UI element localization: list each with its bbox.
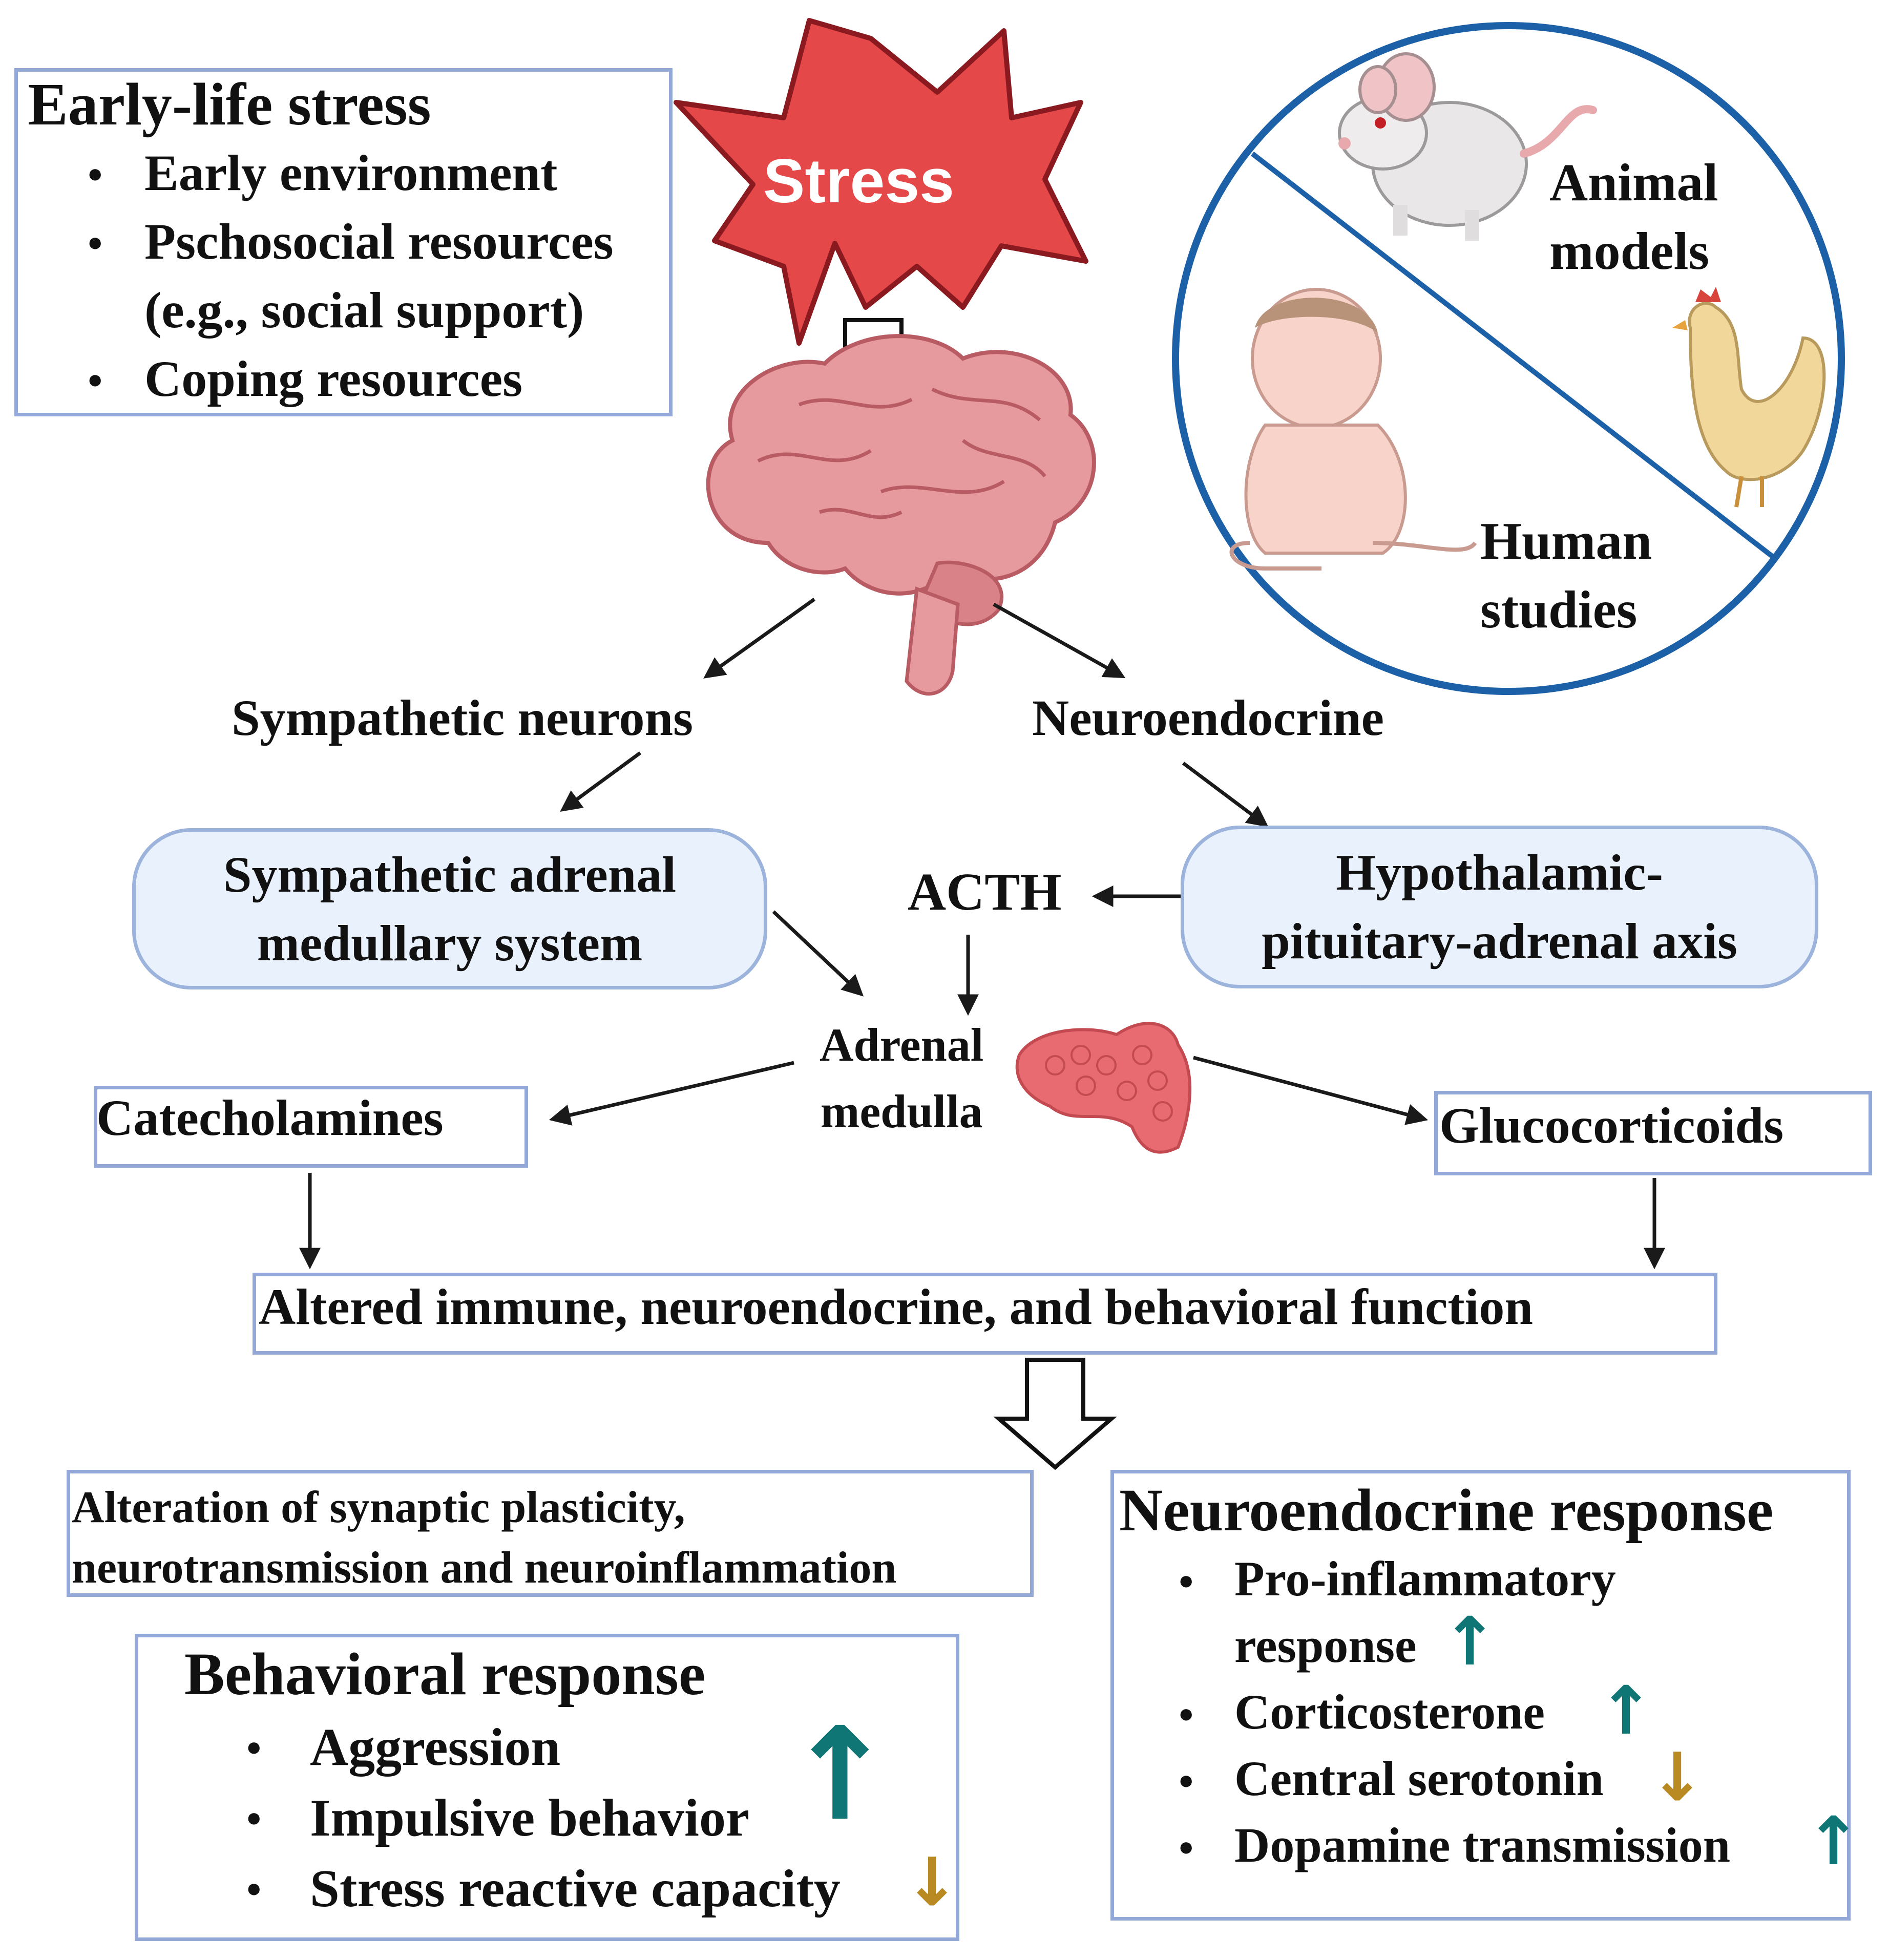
list-item: Pschosocial resources [82, 216, 614, 267]
increase-arrow-icon: ↑ [1806, 1802, 1861, 1880]
increase-arrow-icon: ↑ [1442, 1603, 1498, 1680]
glucocorticoids-box [1434, 1091, 1872, 1175]
stress-label: Stress [763, 146, 955, 216]
increase-arrow-icon: ↑ [1598, 1672, 1654, 1750]
neuroendocrine-label: Neuroendocrine [1032, 689, 1384, 746]
list-item: Aggression [241, 1721, 841, 1774]
decrease-arrow-icon: ↓ [1649, 1738, 1705, 1816]
arrow-adrenal-glucocorticoids [1193, 1056, 1429, 1125]
list-item-continuation: response [1234, 1618, 1417, 1673]
arrow-neuroendocrine-hpa [1182, 762, 1269, 828]
behavioral-list: Aggression Impulsive behavior Stress rea… [241, 1721, 841, 1915]
early-life-stress-title: Early-life stress [28, 71, 431, 138]
increase-arrow-icon: ↑ [786, 1700, 894, 1849]
synaptic-alteration-text: Alteration of synaptic plasticity,neurot… [72, 1483, 897, 1593]
mouse-icon [1338, 52, 1597, 241]
synaptic-alteration-box [67, 1470, 1034, 1597]
baby-icon [1229, 288, 1477, 571]
list-item: Impulsive behavior [241, 1792, 841, 1845]
acth-label: ACTH [908, 862, 1062, 921]
hollow-down-arrow-icon [993, 1358, 1117, 1470]
chicken-icon [1672, 287, 1826, 508]
list-item: Central serotonin [1173, 1754, 1730, 1803]
altered-function-box [253, 1273, 1717, 1355]
brain-icon [706, 334, 1096, 696]
neuroendocrine-list: Pro-inflammatory response Corticosterone… [1173, 1554, 1730, 1870]
adrenal-gland-icon [1015, 1022, 1192, 1154]
arrow-sympathetic-sam [560, 751, 642, 812]
list-item-continuation: (e.g., social support) [144, 282, 584, 339]
list-item: Early environment [82, 147, 614, 199]
arrow-brain-sympathetic [703, 598, 816, 679]
neuroendocrine-response-title: Neuroendocrine response [1119, 1477, 1774, 1544]
altered-function-label: Altered immune, neuroendocrine, and beha… [259, 1278, 1534, 1335]
list-item: Dopamine transmission [1173, 1821, 1730, 1870]
hpa-axis-pill: Hypothalamic-pituitary-adrenal axis [1181, 826, 1818, 988]
stress-burst-icon [674, 18, 1088, 346]
behavioral-response-title: Behavioral response [184, 1640, 706, 1708]
catecholamines-label: Catecholamines [96, 1089, 444, 1146]
list-item: Corticosterone [1173, 1688, 1730, 1737]
list-item: Pro-inflammatory [1173, 1554, 1730, 1604]
decrease-arrow-icon: ↓ [904, 1843, 960, 1921]
arrow-adrenal-catecholamines [549, 1061, 794, 1126]
sympathetic-neurons-label: Sympathetic neurons [232, 689, 694, 746]
early-life-list: Early environment Pschosocial resources … [82, 147, 614, 405]
glucocorticoids-label: Glucocorticoids [1439, 1097, 1784, 1154]
list-item: Stress reactive capacity [241, 1862, 841, 1915]
list-item: Coping resources [82, 353, 614, 405]
arrow-sam-adrenal [772, 910, 864, 997]
arrow-brain-neuroendocrine [993, 602, 1126, 679]
catecholamines-box [94, 1086, 528, 1168]
